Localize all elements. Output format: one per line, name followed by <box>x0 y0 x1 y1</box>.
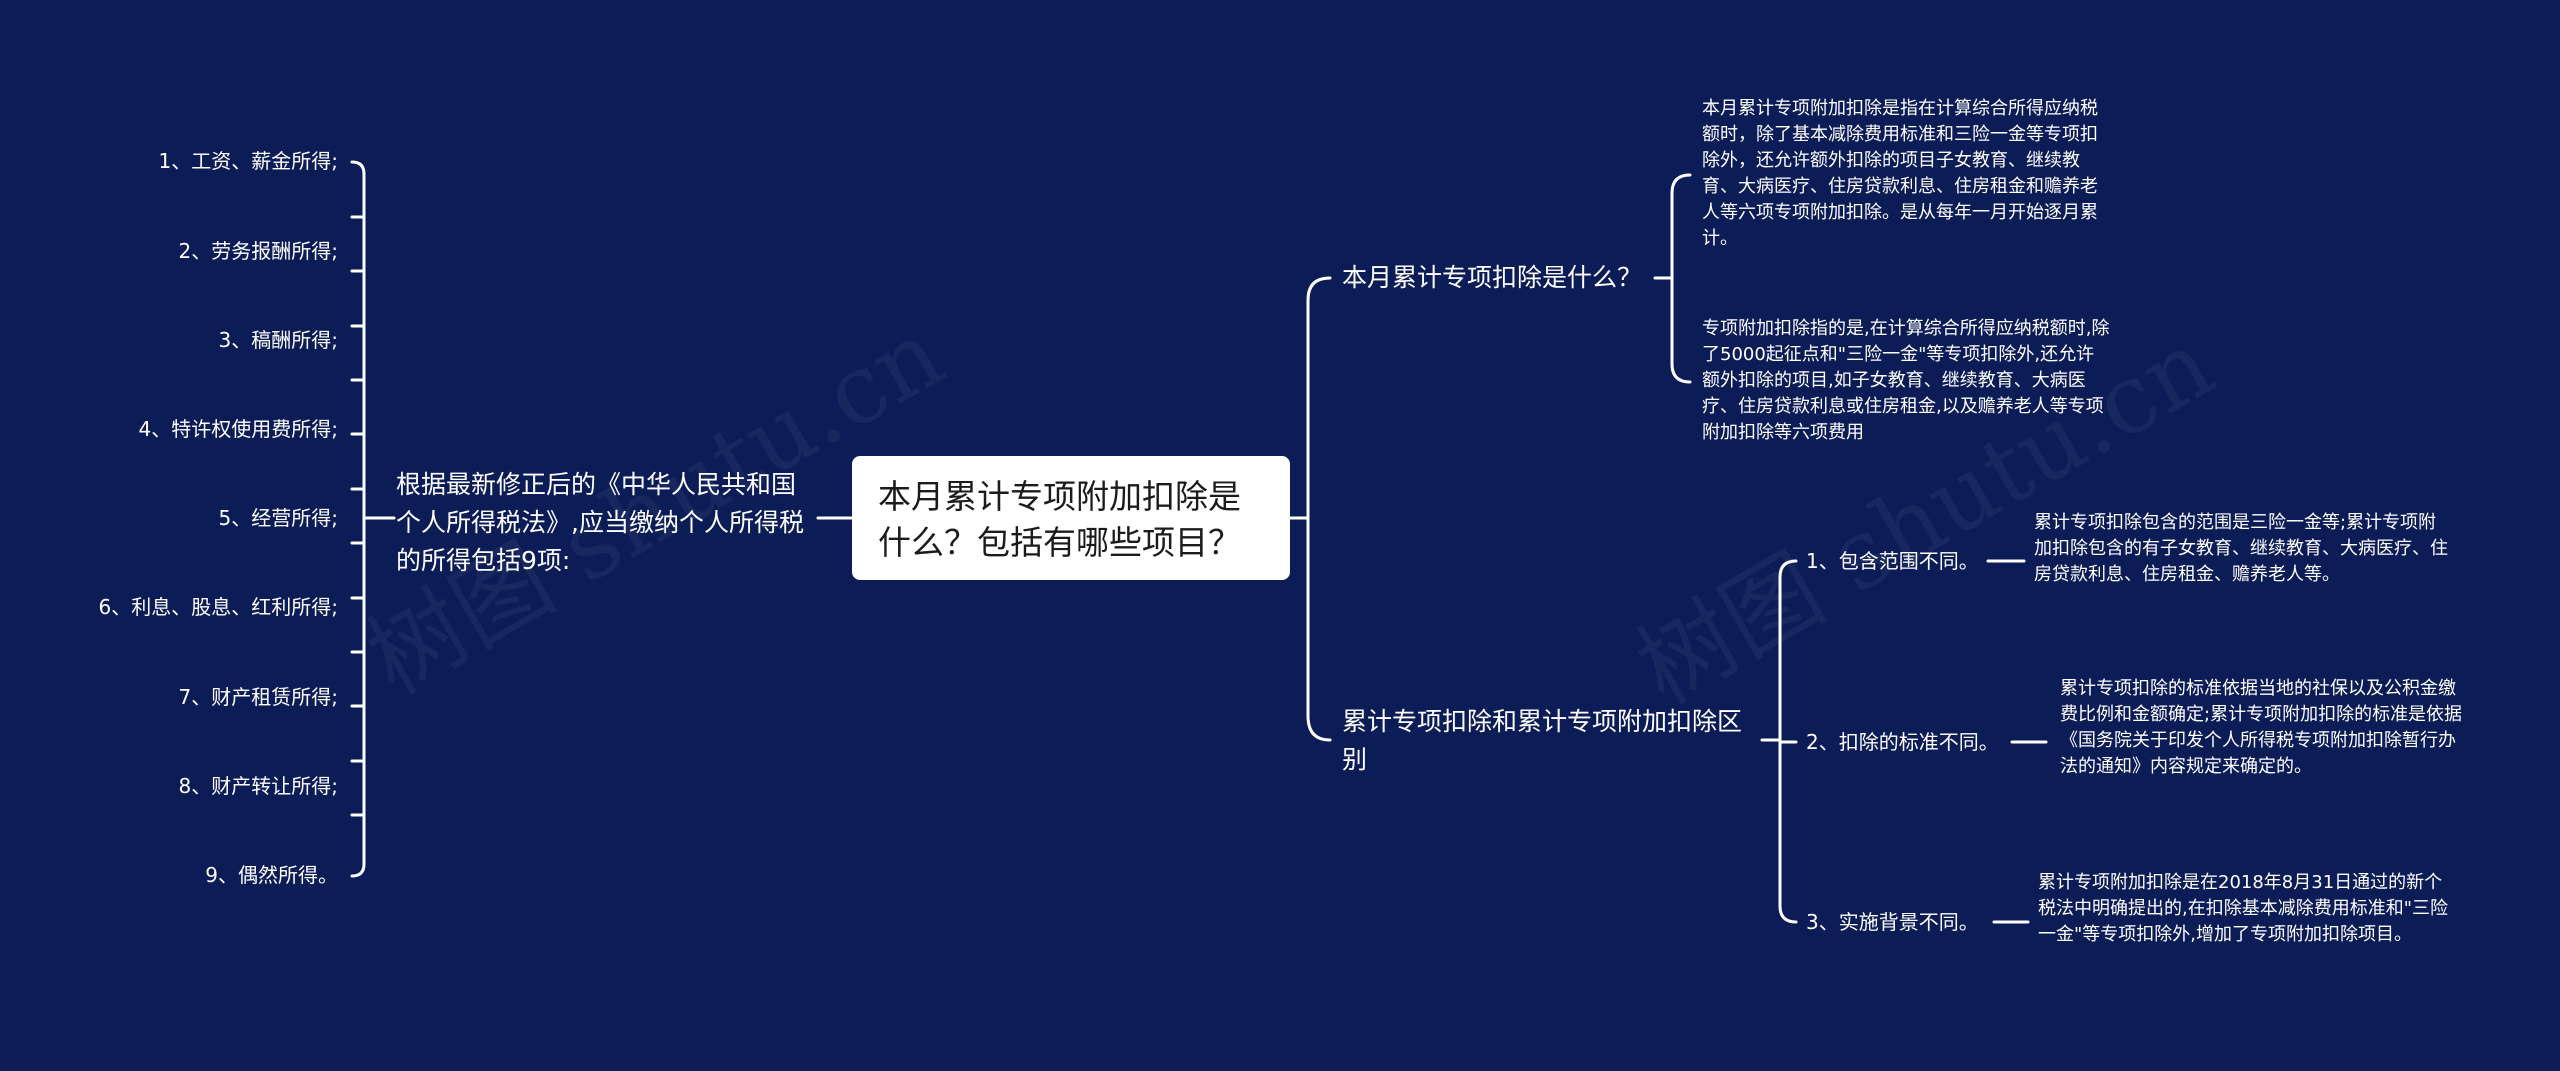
right-bottom-node[interactable]: 累计专项扣除和累计专项附加扣除区别 <box>1342 707 1743 774</box>
connector-right-spine <box>1306 276 1332 742</box>
left-branch-node[interactable]: 根据最新修正后的《中华人民共和国个人所得税法》,应当缴纳个人所得税的所得包括9项… <box>396 470 804 575</box>
root-node[interactable]: 本月累计专项附加扣除是什么？包括有哪些项目？ <box>852 456 1290 580</box>
right-bottom-item-2[interactable]: 2、扣除的标准不同。 <box>1806 730 1999 754</box>
left-item-3[interactable]: 3、稿酬所得; <box>218 328 338 352</box>
right-bottom-detail-3[interactable]: 累计专项附加扣除是在2018年8月31日通过的新个税法中明确提出的,在扣除基本减… <box>2038 872 2448 945</box>
left-item-7[interactable]: 7、财产租赁所得; <box>178 685 338 709</box>
left-item-5[interactable]: 5、经营所得; <box>218 506 338 530</box>
connector-top-bracket <box>1670 173 1692 384</box>
left-item-1[interactable]: 1、工资、薪金所得; <box>158 149 338 173</box>
left-item-4[interactable]: 4、特许权使用费所得; <box>138 417 338 441</box>
right-bottom-detail-2[interactable]: 累计专项扣除的标准依据当地的社保以及公积金缴费比例和金额确定;累计专项附加扣除的… <box>2060 678 2463 777</box>
right-top-detail-1[interactable]: 本月累计专项附加扣除是指在计算综合所得应纳税额时，除了基本减除费用标准和三险一金… <box>1702 98 2098 249</box>
right-bottom-item-3[interactable]: 3、实施背景不同。 <box>1806 910 1979 934</box>
right-bottom-item-1[interactable]: 1、包含范围不同。 <box>1806 549 1979 573</box>
right-bottom-detail-1[interactable]: 累计专项扣除包含的范围是三险一金等;累计专项附加扣除包含的有子女教育、继续教育、… <box>2034 512 2448 585</box>
left-item-9[interactable]: 9、偶然所得。 <box>205 863 338 887</box>
connector-left-ticks <box>350 215 366 817</box>
left-item-2[interactable]: 2、劳务报酬所得; <box>178 239 338 263</box>
right-top-node[interactable]: 本月累计专项扣除是什么？ <box>1342 263 1643 292</box>
right-top-detail-2[interactable]: 专项附加扣除指的是,在计算综合所得应纳税额时,除了5000起征点和"三险一金"等… <box>1702 318 2110 443</box>
left-item-8[interactable]: 8、财产转让所得; <box>178 774 338 798</box>
left-item-6[interactable]: 6、利息、股息、红利所得; <box>98 595 338 619</box>
connector-left-bracket <box>350 160 366 878</box>
